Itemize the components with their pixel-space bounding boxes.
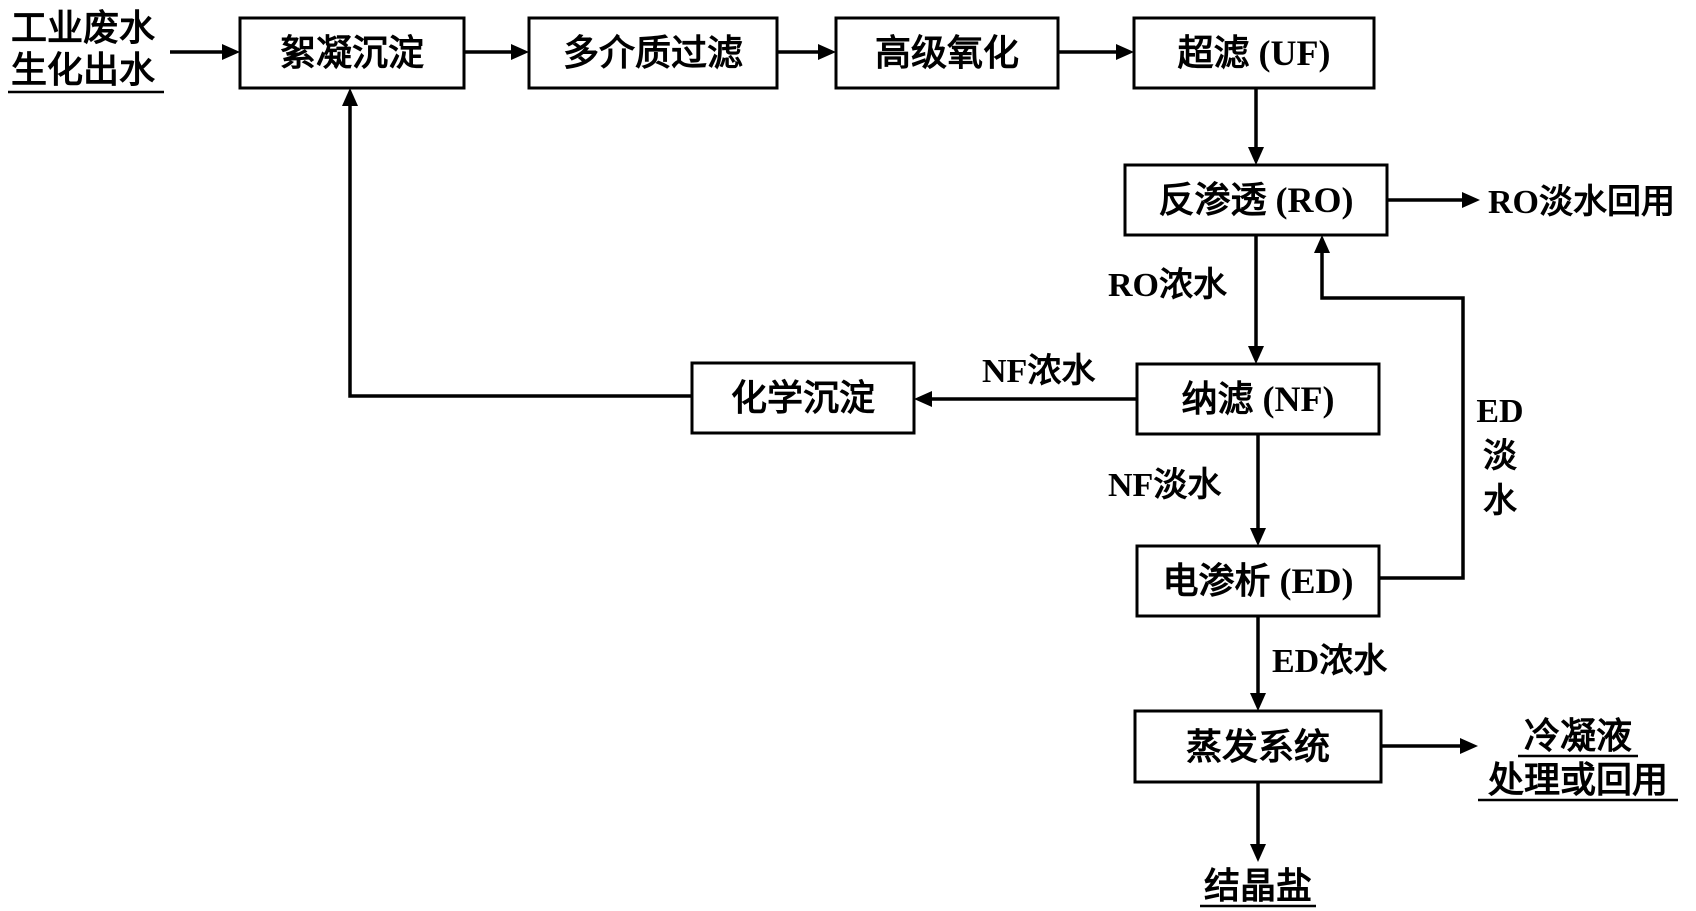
- node-ed: 电渗析 (ED): [1135, 544, 1381, 618]
- source-line-2: 生化出水: [11, 50, 156, 90]
- node-evap-box: [1133, 709, 1383, 784]
- label-nf-concentrate: NF浓水: [982, 352, 1096, 390]
- arrow-uf-to-ro: [1248, 88, 1264, 165]
- arrow-ro-to-nf: [1248, 235, 1264, 364]
- node-oxidation: 高级氧化: [834, 16, 1060, 90]
- arrow-oxidation-to-uf: [1058, 44, 1134, 60]
- arrow-multimedia-to-oxidation: [777, 44, 836, 60]
- output-salt: 结晶盐: [1200, 866, 1316, 908]
- label-ed-fresh-line-1: ED: [1476, 393, 1523, 430]
- arrow-coagulation-to-multimedia: [464, 44, 529, 60]
- node-nf: 纳滤 (NF): [1135, 362, 1381, 436]
- label-ed-fresh-line-3: 水: [1483, 482, 1518, 520]
- source-label: 工业废水 生化出水: [8, 8, 164, 94]
- node-multimedia-box: [527, 16, 779, 90]
- node-nf-box: [1135, 362, 1381, 436]
- node-evap: 蒸发系统: [1133, 709, 1383, 784]
- output-salt-label: 结晶盐: [1204, 866, 1312, 906]
- node-coagulation-label: 絮凝沉淀: [280, 33, 424, 73]
- arrow-evap-to-salt: [1250, 782, 1266, 862]
- source-line-1: 工业废水: [11, 8, 156, 48]
- node-coagulation: 絮凝沉淀: [238, 16, 466, 90]
- node-oxidation-box: [834, 16, 1060, 90]
- arrow-ed-to-evap: [1250, 616, 1266, 711]
- arrow-nf-to-ed: [1250, 434, 1266, 546]
- arrow-source-to-coagulation: [170, 44, 240, 60]
- node-ro: 反渗透 (RO): [1123, 163, 1389, 237]
- node-uf-box: [1132, 16, 1376, 90]
- node-oxidation-label: 高级氧化: [875, 33, 1019, 73]
- label-nf-fresh: NF淡水: [1108, 466, 1222, 504]
- node-ed-box: [1135, 544, 1381, 618]
- label-ed-fresh-line-2: 淡: [1483, 438, 1518, 475]
- node-uf: 超滤 (UF): [1132, 16, 1376, 90]
- arrow-evap-to-condensate: [1381, 738, 1478, 754]
- label-ro-fresh-reuse: RO淡水回用: [1488, 183, 1675, 221]
- node-ed-label: 电渗析 (ED): [1163, 561, 1354, 601]
- label-ed-concentrate: ED浓水: [1272, 642, 1388, 680]
- node-chem: 化学沉淀: [690, 361, 916, 435]
- node-evap-label: 蒸发系统: [1186, 727, 1330, 767]
- arrow-chem-to-coagulation: [342, 88, 692, 398]
- node-nf-label: 纳滤 (NF): [1182, 379, 1335, 419]
- node-multimedia: 多介质过滤: [527, 16, 779, 90]
- arrow-ro-to-fresh-reuse: [1387, 192, 1480, 208]
- output-condensate-line-1: 冷凝液: [1524, 716, 1632, 756]
- arrow-nf-to-chem: [914, 391, 1137, 407]
- label-ed-fresh: ED 淡 水: [1476, 393, 1523, 520]
- node-chem-box: [690, 361, 916, 435]
- output-condensate: 冷凝液 处理或回用: [1478, 716, 1678, 802]
- label-ro-concentrate: RO浓水: [1108, 266, 1228, 304]
- node-chem-label: 化学沉淀: [731, 377, 875, 418]
- node-uf-label: 超滤 (UF): [1178, 33, 1331, 73]
- arrow-ed-to-ro: [1314, 235, 1465, 580]
- node-multimedia-label: 多介质过滤: [563, 33, 743, 73]
- node-ro-label: 反渗透 (RO): [1159, 180, 1354, 220]
- output-condensate-line-2: 处理或回用: [1488, 760, 1668, 800]
